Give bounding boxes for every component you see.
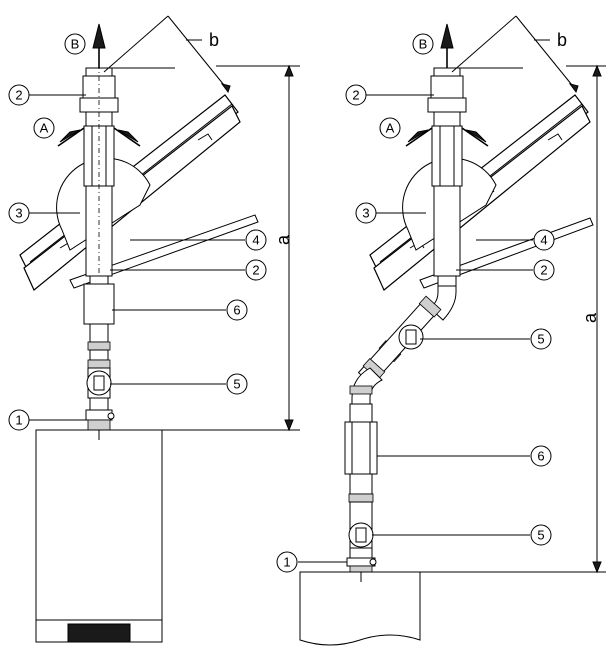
right-dimension-a: a: [420, 64, 606, 574]
right-callout-3: 3: [362, 206, 369, 221]
left-lower-pipe: [83, 275, 115, 431]
left-assembly: b a B 2 A: [8, 15, 300, 643]
right-boiler: [299, 571, 421, 646]
left-dimension-b: b: [99, 15, 231, 94]
right-leaders: [298, 94, 533, 563]
left-callout-b: B: [71, 37, 80, 52]
left-callout-2-mid: 2: [252, 263, 259, 278]
left-arrows: [57, 23, 141, 147]
right-callout-4: 4: [540, 233, 547, 248]
right-callouts: B 2 A 3 4 2 5 6 5 1: [276, 33, 555, 573]
right-callout-1: 1: [283, 555, 290, 570]
right-offset-pipe: [344, 275, 457, 573]
left-callout-5: 5: [233, 377, 240, 392]
right-assembly: b a B 2 A: [276, 15, 606, 646]
left-callout-4: 4: [252, 233, 259, 248]
left-callout-1: 1: [15, 413, 22, 428]
right-callout-a: A: [386, 121, 395, 136]
left-dimension-a: a: [162, 64, 300, 432]
right-callout-2-mid: 2: [540, 263, 547, 278]
left-dimension-a-label: a: [273, 234, 293, 245]
left-leaders: [29, 94, 245, 421]
right-callout-6: 6: [537, 449, 544, 464]
right-dimension-a-label: a: [580, 312, 600, 323]
right-flue-terminal: [427, 67, 467, 277]
right-callout-5-lower: 5: [537, 528, 544, 543]
left-callouts: B 2 A 3 4 2 6 5 1: [8, 33, 267, 431]
right-callout-b: B: [419, 37, 428, 52]
right-dimension-b: b: [447, 15, 579, 94]
right-callout-5-upper: 5: [537, 332, 544, 347]
right-dimension-b-label: b: [557, 30, 567, 50]
left-flue-terminal: [79, 40, 119, 430]
left-callout-3: 3: [15, 206, 22, 221]
right-arrows: [405, 23, 489, 147]
left-callout-2-top: 2: [15, 88, 22, 103]
left-dimension-b-label: b: [209, 30, 219, 50]
left-boiler: [35, 429, 163, 643]
right-callout-2-top: 2: [352, 88, 359, 103]
left-callout-6: 6: [233, 303, 240, 318]
left-callout-a: A: [40, 121, 49, 136]
